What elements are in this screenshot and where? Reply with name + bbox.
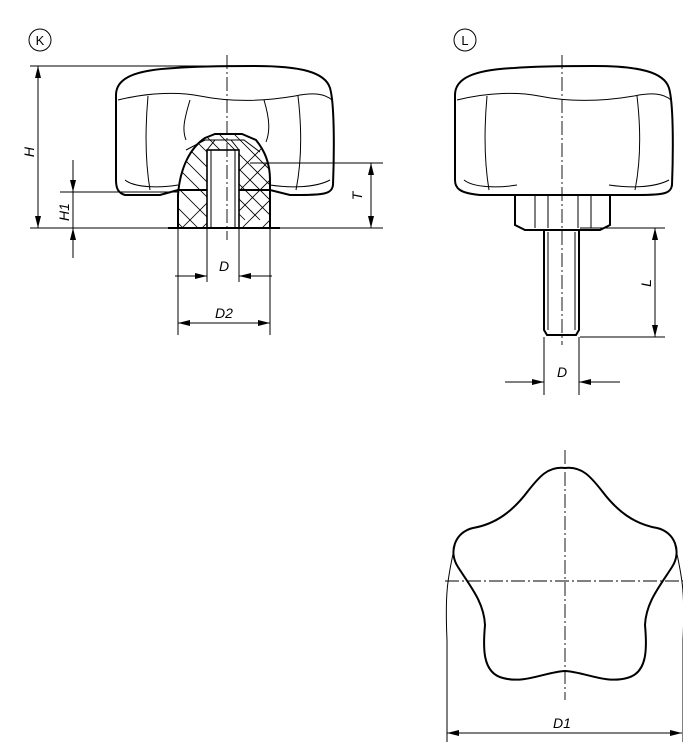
view-k-letter: K: [36, 33, 45, 48]
knob-k-outline: [115, 64, 335, 196]
dim-label-L: L: [638, 279, 654, 287]
view-l-letter: L: [461, 33, 468, 48]
dim-label-D1: D1: [553, 715, 571, 731]
view-k: K: [21, 28, 383, 335]
view-k-badge: [28, 28, 52, 52]
view-k-dimension-lines: [35, 66, 374, 326]
view-k-extension-lines: [30, 65, 383, 335]
dim-label-D-l: D: [557, 364, 567, 380]
knob-l-hub: [514, 195, 611, 231]
dim-label-D2: D2: [215, 305, 233, 321]
view-l: L L D: [453, 28, 674, 395]
insert-section: [177, 133, 271, 229]
view-l-dimension-lines: [505, 228, 658, 385]
thread-bore: [206, 149, 240, 229]
view-l-extension-lines: [543, 227, 665, 395]
view-top: D1: [445, 450, 683, 742]
dim-label-T: T: [349, 190, 365, 200]
dim-label-H1: H1: [56, 203, 72, 221]
view-l-badge: [453, 28, 477, 52]
knob-l-outline: [454, 64, 674, 196]
dim-label-H: H: [21, 146, 37, 157]
threaded-stud: [543, 230, 580, 336]
view-top-extension-lines: [446, 640, 683, 742]
dim-label-D-k: D: [219, 258, 229, 274]
